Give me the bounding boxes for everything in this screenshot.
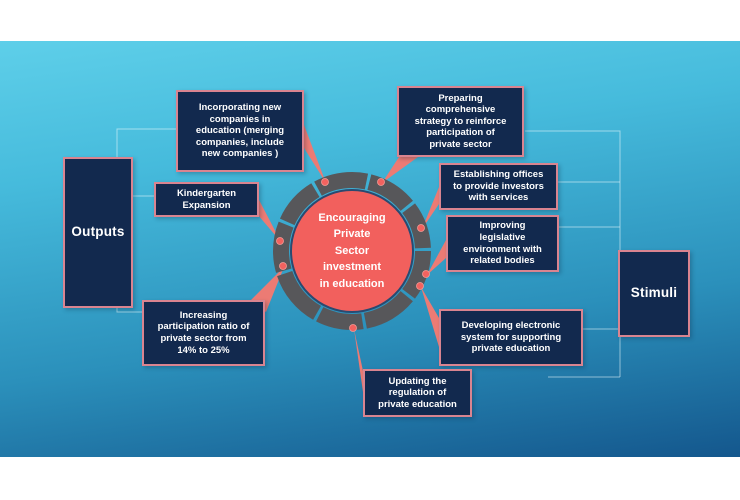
slide-background: Encouraging Private Sector investment in…	[0, 41, 740, 457]
segmented-ring	[273, 172, 431, 330]
box-updating-regulation: Updating the regulation of private educa…	[363, 369, 472, 417]
leader-lines	[250, 125, 446, 392]
box-developing-electronic-system: Developing electronic system for support…	[439, 309, 583, 366]
box-increasing-text: Increasing participation ratio of privat…	[157, 309, 250, 356]
box-preparing-text: Preparing comprehensive strategy to rein…	[414, 92, 507, 150]
diagram-connectors	[116, 125, 621, 392]
box-incorporating-new-companies: Incorporating new companies in education…	[176, 90, 304, 172]
connection-dots	[276, 178, 430, 332]
box-preparing-strategy: Preparing comprehensive strategy to rein…	[397, 86, 524, 157]
central-topic-circle: Encouraging Private Sector investment in…	[290, 189, 414, 313]
outputs-label: Outputs	[71, 224, 125, 240]
box-improving-text: Improving legislative environment with r…	[463, 220, 542, 267]
central-topic-text: Encouraging Private Sector investment in…	[318, 211, 386, 290]
stimuli-label: Stimuli	[630, 285, 678, 301]
box-developing-text: Developing electronic system for support…	[460, 320, 562, 355]
stimuli-label-box: Stimuli	[618, 250, 690, 337]
box-establishing-offices: Establishing offices to provide investor…	[439, 163, 558, 210]
box-incorporating-text: Incorporating new companies in education…	[195, 102, 285, 160]
box-updating-text: Updating the regulation of private educa…	[378, 375, 457, 410]
box-kindergarten-text: Kindergarten Expansion	[176, 187, 237, 211]
box-kindergarten-expansion: Kindergarten Expansion	[154, 182, 259, 217]
box-increasing-participation: Increasing participation ratio of privat…	[142, 300, 265, 366]
box-establishing-text: Establishing offices to provide investor…	[453, 169, 544, 204]
outputs-label-box: Outputs	[63, 157, 133, 308]
box-improving-legislative: Improving legislative environment with r…	[446, 215, 559, 272]
